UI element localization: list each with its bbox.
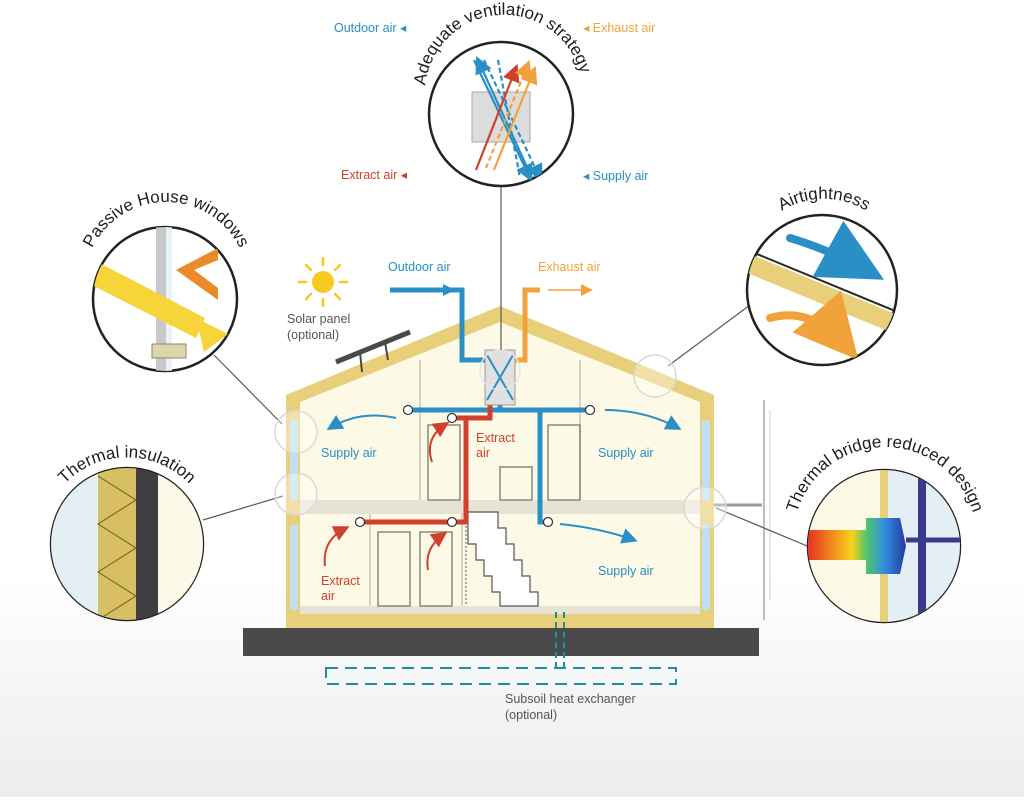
- staircase: [467, 511, 539, 607]
- top-exhaust-air-label: ◂ Exhaust air: [583, 21, 655, 35]
- window-left-lower: [290, 525, 298, 610]
- house-exhaust-air-label: Exhaust air: [538, 260, 601, 274]
- valve-icons: [354, 404, 596, 528]
- top-outdoor-air-label: Outdoor air ◂: [334, 21, 407, 35]
- top-supply-air-label: ◂ Supply air: [583, 169, 648, 183]
- lower-extract-label: Extract: [321, 574, 360, 588]
- detail-markers: [274, 354, 727, 530]
- lower-extract-label-air: air: [321, 589, 335, 603]
- house-outdoor-air-label: Outdoor air: [388, 260, 451, 274]
- ventilation-detail: [427, 40, 575, 188]
- door: [499, 466, 533, 501]
- upper-left-supply-label: Supply air: [321, 446, 377, 460]
- room-airflow-arrows: [323, 409, 682, 571]
- foundation-slab: [243, 628, 759, 656]
- window-left-upper: [290, 420, 298, 500]
- upper-extract-label-air: air: [476, 446, 490, 460]
- window-right-lower: [702, 525, 710, 610]
- door: [377, 531, 411, 607]
- door: [547, 424, 581, 501]
- window-right-upper: [702, 420, 710, 500]
- house: [286, 306, 771, 628]
- airtightness-title: Airtightness: [775, 184, 874, 215]
- sun-icon: [297, 256, 349, 308]
- thermal-bridge-detail: [806, 468, 962, 624]
- windows-detail: [91, 225, 239, 373]
- insulation-detail: [49, 466, 205, 622]
- upper-extract-label: Extract: [476, 431, 515, 445]
- solar-panel-label-note: (optional): [287, 328, 339, 342]
- floor-slab: [300, 500, 700, 514]
- subsoil-label: Subsoil heat exchanger: [505, 692, 636, 706]
- subsoil-heat-exchanger: [325, 612, 677, 685]
- airtightness-detail: [745, 213, 899, 367]
- subsoil-label-note: (optional): [505, 708, 557, 722]
- ground-floor-slab: [300, 606, 700, 614]
- top-extract-air-label: Extract air ◂: [341, 168, 408, 182]
- upper-right-supply-label: Supply air: [598, 446, 654, 460]
- leader-lines: [202, 186, 813, 549]
- solar-panel-label: Solar panel: [287, 312, 350, 326]
- solar-panel: [335, 329, 411, 373]
- lower-right-supply-label: Supply air: [598, 564, 654, 578]
